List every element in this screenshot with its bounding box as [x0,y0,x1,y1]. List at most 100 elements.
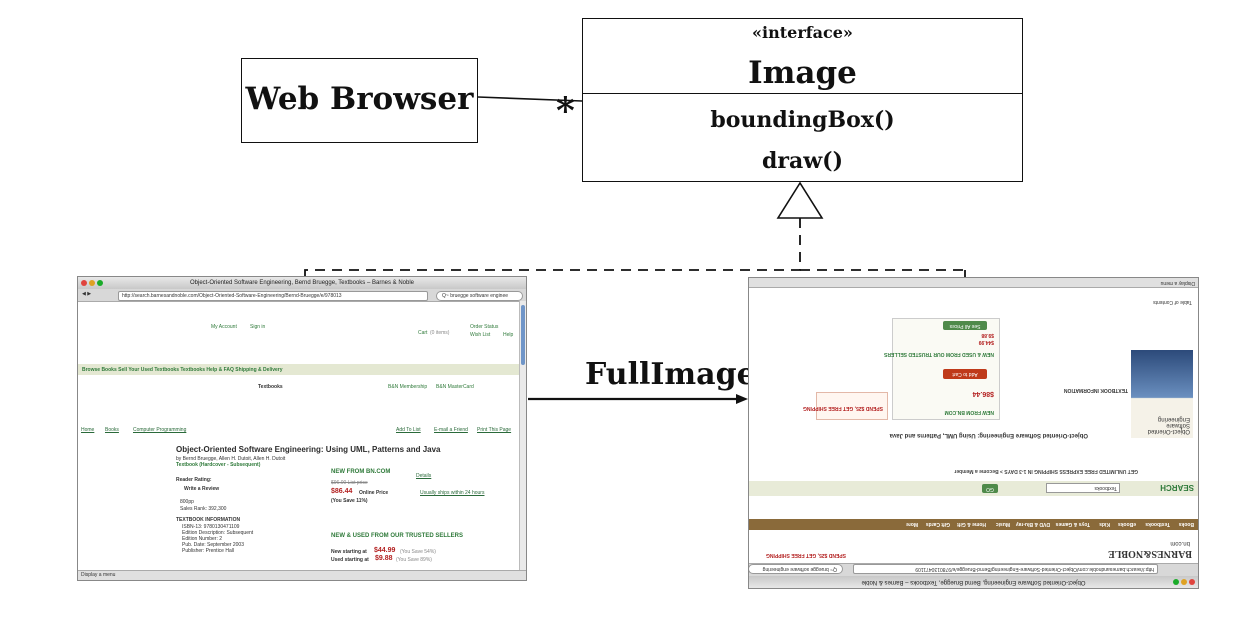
browser-search-input-right[interactable]: Q~ bruegge software engineering [749,564,843,574]
trusted-sellers-heading-right: NEW & USED FROM OUR TRUSTED SELLERS [883,351,994,357]
tab-home-gift[interactable]: Home & Gift [957,521,986,527]
book-title: Object-Oriented Software Engineering: Us… [176,445,441,454]
tab-textbooks[interactable]: Textbooks [1145,521,1170,527]
info-publisher: Publisher: Prentice Hall [182,548,234,554]
tab-gift-cards[interactable]: Gift Cards [925,521,950,527]
book-authors[interactable]: by Bernd Bruegge, Allen H. Dutoit, Allen… [176,456,286,462]
interface-stereotype: «interface» [752,23,853,42]
breadcrumb-books[interactable]: Books [105,427,119,433]
window-title: Object-Oriented Software Engineering, Be… [78,277,526,289]
close-icon-right[interactable] [1189,579,1195,585]
scrollbar[interactable] [519,301,526,571]
reader-rating-label: Reader Rating: [176,477,212,483]
add-to-cart-button[interactable]: Add to Cart [943,369,987,379]
promo-box-text: SPEND $25, GET FREE SHIPPING [802,405,883,411]
sales-rank: Sales Rank: 392,300 [180,506,227,512]
bn-mastercard-link[interactable]: B&N MasterCard [436,384,474,390]
new-save: (You Save 54%) [400,549,436,555]
wish-list-link[interactable]: Wish List [470,332,491,338]
new-from-bn-heading: NEW FROM BN.COM [331,469,391,475]
tab-ebooks[interactable]: eBooks [1117,521,1136,527]
add-to-list-link[interactable]: Add To List [396,427,421,433]
tab-books[interactable]: Books [1178,521,1194,527]
help-link[interactable]: Help [503,332,514,338]
image-interface: «interface» Image boundingBox() draw() [582,18,1023,182]
scroll-thumb[interactable] [521,305,525,365]
go-button[interactable]: GO [982,484,998,493]
online-price: $86.44 [331,488,353,495]
url-bar[interactable]: http://search.barnesandnoble.com/Object-… [118,291,428,301]
details-link[interactable]: Details [416,473,432,479]
cart-link[interactable]: Cart [418,330,428,336]
back-forward-icon[interactable]: ◀ ▶ [82,291,92,297]
write-review-link[interactable]: Write a Review [184,486,220,492]
used-starting-label: Used starting at [331,557,369,563]
close-icon[interactable] [81,280,87,286]
header-promo[interactable]: SPEND $25, GET FREE SHIPPING [765,552,846,558]
tab-dvd-bluray[interactable]: DVD & Blu-ray [1015,521,1050,527]
order-status-link[interactable]: Order Status [470,324,499,330]
online-price-right: $86.44 [972,390,994,397]
sign-in-link[interactable]: Sign in [250,324,266,330]
used-starting-price: $9.88 [375,555,393,562]
web-browser-class: Web Browser [241,58,478,143]
bn-logo-sub: bn.com [1170,540,1190,546]
toc-link[interactable]: Table of Contents [1153,299,1192,305]
browser-screenshot-left: Object-Oriented Software Engineering, Be… [77,276,527,581]
browser-search-input[interactable]: Q~ bruegge software enginee [436,291,523,301]
tab-more[interactable]: More [906,521,918,527]
web-browser-label: Web Browser [245,81,474,117]
you-save: (You Save 11%) [331,498,368,504]
textbook-info-heading: TEXTBOOK INFORMATION [176,517,241,523]
zoom-icon-right[interactable] [1173,579,1179,585]
interface-name: Image [748,55,857,91]
info-pub-date: Pub. Date: September 2003 [182,542,244,548]
browser-screenshot-right: Object-Oriented Software Engineering, Be… [748,277,1199,589]
bn-logo[interactable]: BARNES&NOBLE [1108,548,1192,559]
used-price-right: $9.88 [981,332,994,338]
new-starting-price: $44.99 [374,547,396,554]
search-box[interactable]: Textbooks [1046,483,1120,493]
window-title-right: Object-Oriented Software Engineering, Be… [749,576,1198,588]
online-price-label: Online Price [359,490,389,496]
operation-draw: draw() [762,148,843,174]
flipped-page: Object-Oriented Software Engineering, Be… [749,278,1198,588]
breadcrumb-computer-programming[interactable]: Computer Programming [133,427,187,433]
book-cover: Object-Oriented Software Engineering [1131,350,1193,438]
shipping-banner[interactable]: GET UNLIMITED FREE EXPRESS SHIPPING IN 1… [954,468,1138,474]
email-friend-link[interactable]: E-mail a Friend [434,427,468,433]
bn-membership-link[interactable]: B&N Membership [388,384,428,390]
zoom-icon[interactable] [97,280,103,286]
page-count: 800pp [180,499,194,505]
search-label: SEARCH [1160,483,1194,492]
tab-music[interactable]: Music [995,521,1010,527]
nav-links[interactable]: Browse Books Sell Your Used Textbooks Te… [82,367,283,373]
print-page-link[interactable]: Print This Page [477,427,512,433]
minimize-icon-right[interactable] [1181,579,1187,585]
search-row: SEARCH Textbooks GO [749,481,1198,496]
fullimage-label: FullImage [585,357,756,392]
info-edition-description: Edition Description: Subsequent [182,530,254,536]
fullimage-arrowhead [736,394,748,404]
association-line [477,96,583,102]
status-bar-right: Display a menu [749,278,1198,288]
info-edition-number: Edition Number: 2 [182,536,223,542]
new-starting-label: New starting at [331,549,367,555]
new-price-right: $44.99 [978,339,994,345]
ships-link[interactable]: Usually ships within 24 hours [420,490,485,496]
my-account-link[interactable]: My Account [211,324,237,330]
tab-kids[interactable]: Kids [1099,521,1110,527]
buy-box: NEW FROM BN.COM $86.44 Add to Cart NEW &… [884,318,1000,420]
list-price: $96.00 List price [331,480,368,486]
minimize-icon[interactable] [89,280,95,286]
status-bar: Display a menu [78,570,526,580]
breadcrumb-home[interactable]: Home [81,427,95,433]
browser-toolbar: ◀ ▶ http://search.barnesandnoble.com/Obj… [78,289,526,302]
used-save: (You Save 89%) [396,557,432,563]
cart-count: (0 items) [430,330,450,336]
see-all-prices-button[interactable]: See All Prices [943,321,987,330]
url-bar-right[interactable]: http://search.barnesandnoble.com/Object-… [853,564,1158,574]
realization-arrowhead [776,181,824,219]
category-tabs: Books Textbooks eBooks Kids Toys & Games… [749,519,1198,530]
tab-toys-games[interactable]: Toys & Games [1055,521,1090,527]
